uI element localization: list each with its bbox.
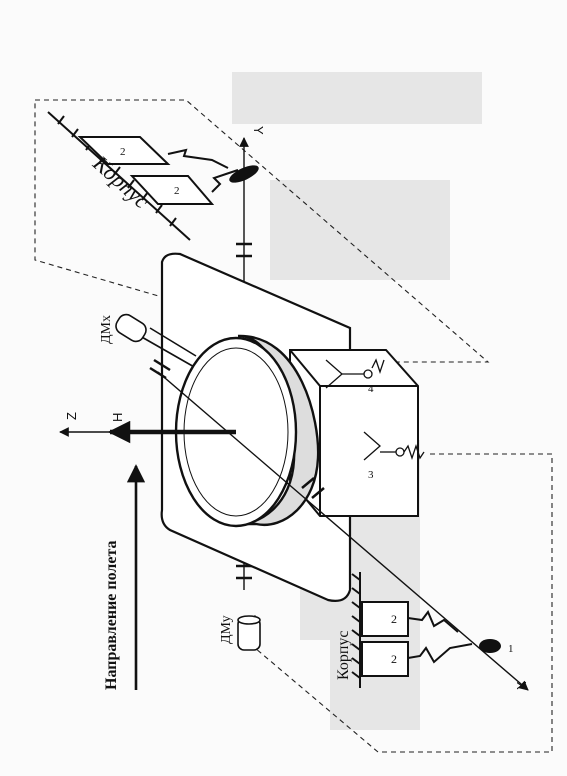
dashed-plane-top xyxy=(34,99,490,363)
axis-x-label: X xyxy=(514,681,529,690)
x-axis xyxy=(157,371,529,691)
vector-h-label: H xyxy=(110,413,125,422)
flight-direction-label: Направление полета xyxy=(103,540,120,690)
pivot-x xyxy=(479,639,501,653)
sensor-dmy xyxy=(237,615,261,651)
spring-4 xyxy=(325,358,385,389)
sensor-2-top-a: 2 xyxy=(120,146,126,158)
sensor-dmx-label: ДМх xyxy=(99,315,114,344)
label-3: 3 xyxy=(368,469,374,481)
axis-z-label: Z xyxy=(64,412,79,420)
label-4: 4 xyxy=(368,383,374,395)
sensor-2-bottom-b: 2 xyxy=(391,652,397,666)
bottom-housing xyxy=(351,572,473,688)
top-housing xyxy=(47,111,239,241)
axis-y-label: Y xyxy=(251,126,266,135)
spring-3 xyxy=(363,431,425,461)
housing-bottom-label: Корпус xyxy=(335,630,352,680)
sensor-2-top-b: 2 xyxy=(174,185,180,197)
dashed-plane-bottom xyxy=(254,453,553,753)
sensor-2-bottom-a: 2 xyxy=(391,612,397,626)
label-1: 1 xyxy=(508,643,514,655)
sensor-dmy-label: ДМу xyxy=(219,615,234,644)
sensor-dmx xyxy=(115,313,197,380)
pivot-y xyxy=(229,165,259,183)
